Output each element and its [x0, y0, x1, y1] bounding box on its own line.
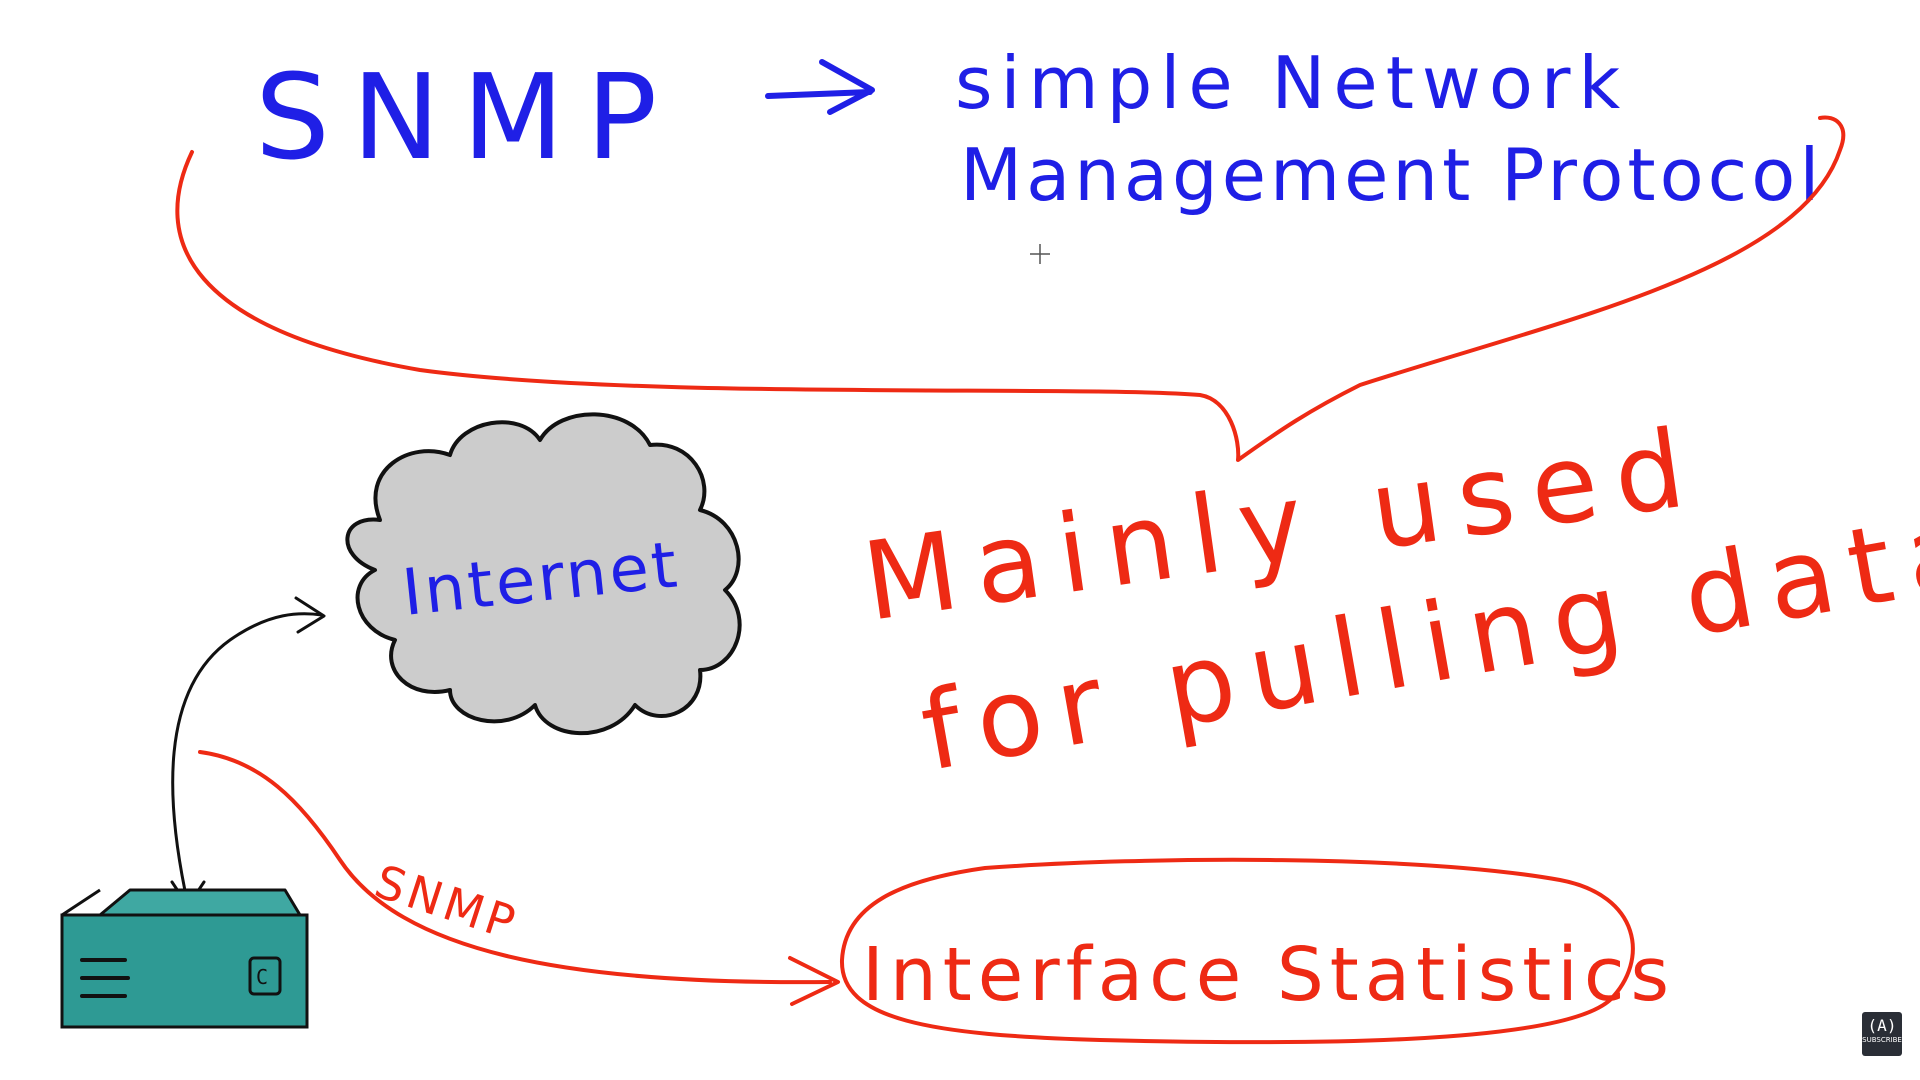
bidirectional-arrow-icon	[170, 596, 326, 908]
arrow-right-icon	[765, 59, 875, 115]
router-icon: C	[60, 888, 309, 1029]
bracket-curve	[175, 115, 1846, 462]
snmp-link-arrowhead-icon	[788, 956, 840, 1006]
cloud-icon	[345, 412, 742, 736]
subscribe-label: SUBSCRIBE	[1862, 1036, 1902, 1044]
title-expansion-line2: Management Protocol	[960, 133, 1823, 217]
crosshair-cursor-icon	[1030, 244, 1050, 264]
subscribe-icon[interactable]: (A) SUBSCRIBE	[1862, 1012, 1902, 1056]
svg-text:C: C	[256, 965, 268, 989]
target-label: Interface Statistics	[862, 932, 1675, 1018]
title-acronym: SNMP	[255, 48, 679, 186]
title-expansion-line1: simple Network	[955, 41, 1628, 125]
snmp-link-curve	[198, 750, 832, 985]
target-ellipse	[839, 857, 1635, 1045]
subscribe-glyph: (A)	[1867, 1016, 1897, 1035]
